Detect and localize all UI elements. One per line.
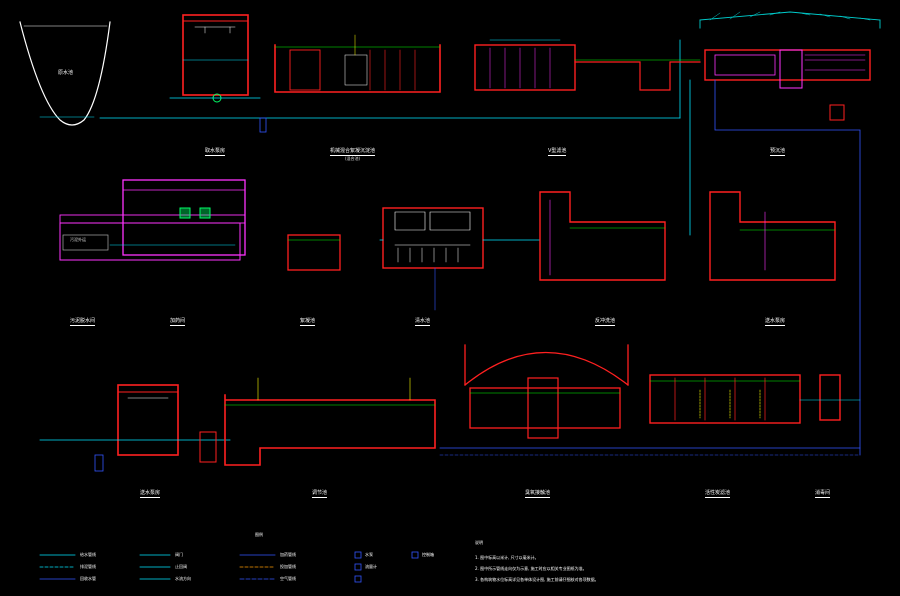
legend-item-3: 阀门 — [175, 552, 183, 557]
gac-filter — [649, 374, 801, 424]
reservoir-shape — [19, 21, 111, 126]
title-flocc-tank: 絮凝池 — [300, 318, 316, 326]
title-service-pump: 送水泵房 — [140, 490, 161, 498]
notes-title: 说明 — [475, 540, 483, 545]
legend-item-6: 加药管线 — [280, 552, 296, 557]
legend-item-2: 回收水管 — [80, 576, 96, 581]
title-gac: 活性炭滤池 — [705, 490, 731, 498]
title-mixing: 机械混合絮凝沉淀池 — [330, 148, 376, 156]
filter-building — [699, 11, 881, 121]
legend-item-0: 给水管线 — [80, 552, 96, 557]
legend-item-4: 止回阀 — [175, 564, 187, 569]
title-uv: 消毒间 — [815, 490, 831, 498]
legend-item-9: 水泵 — [365, 552, 373, 557]
truck-label: 污泥外运 — [70, 237, 86, 242]
adjust-tank — [224, 377, 436, 466]
dosing-tank — [287, 234, 341, 271]
legend-item-11: 控制箱 — [422, 552, 434, 557]
service-pump-house — [39, 384, 231, 472]
note-line-3: 3. 各构筑物水位标高详见各单体设计图, 施工前请仔细核对各项数据。 — [475, 577, 599, 582]
backwash-line — [714, 79, 861, 456]
title-backwash: 反冲洗池 — [595, 318, 616, 326]
legend-item-1: 排泥管线 — [80, 564, 96, 569]
title-dosing: 加药间 — [170, 318, 186, 326]
legend-title: 图例 — [255, 532, 263, 537]
title-intake-pump: 取水泵房 — [205, 148, 226, 156]
sludge-dewatering-house — [59, 179, 246, 261]
legend-symbols — [39, 551, 419, 583]
legend-item-8: 空气管线 — [280, 576, 296, 581]
legend-item-5: 水流方向 — [175, 576, 191, 581]
title-service-pump-row2: 送水泵房 — [765, 318, 786, 326]
intake-pump-house — [169, 14, 267, 133]
subtitle-mixing: (混合池) — [345, 156, 361, 161]
mixing-sedimentation-tank — [274, 34, 441, 93]
title-sludge-house: 污泥脱水间 — [70, 318, 96, 326]
title-pre-settle: 预沉池 — [770, 148, 786, 156]
legend-item-7: 投加管线 — [280, 564, 296, 569]
label-reservoir: 原水池 — [58, 70, 74, 76]
flocc-settler-row2 — [379, 207, 541, 311]
ozone-contact-tank — [439, 344, 861, 456]
uv-disinfection-tank — [799, 374, 861, 421]
note-line-1: 1. 图中标高以米计, 尺寸以毫米计。 — [475, 555, 539, 560]
backwash-tank-row2 — [709, 191, 836, 281]
title-filter: V型滤池 — [548, 148, 567, 156]
legend-item-10: 流量计 — [365, 564, 377, 569]
flocculation-tank-row1 — [474, 39, 701, 91]
title-ozone: 臭氧接触池 — [525, 490, 551, 498]
title-clear-well: 清水池 — [415, 318, 431, 326]
title-adjust-tank: 调节池 — [312, 490, 328, 498]
clear-well-row2 — [539, 191, 666, 281]
note-line-2: 2. 图中所示管线走向仅为示意, 施工时应以相关专业图纸为准。 — [475, 566, 587, 571]
